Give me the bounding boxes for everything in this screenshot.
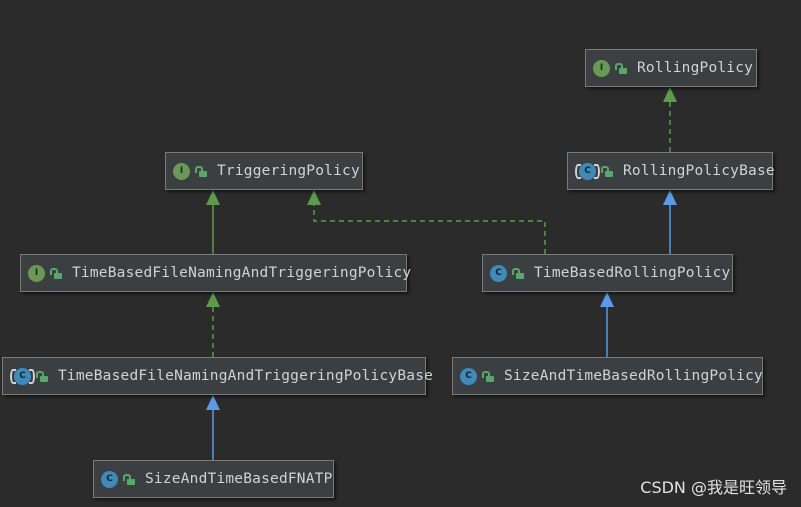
public-lock-icon bbox=[195, 165, 207, 177]
node-label: RollingPolicy bbox=[637, 60, 754, 76]
watermark: CSDN @我是旺领导 bbox=[640, 478, 787, 497]
edge-arrowhead bbox=[206, 292, 220, 307]
interface-icon: I bbox=[28, 264, 45, 282]
public-lock-icon bbox=[36, 370, 48, 382]
node-time-based-rolling-policy[interactable]: C TimeBasedRollingPolicy bbox=[482, 254, 733, 292]
edge-arrowhead bbox=[307, 190, 321, 205]
edge-arrowhead bbox=[206, 395, 220, 410]
node-label: TimeBasedFileNamingAndTriggeringPolicyBa… bbox=[58, 368, 434, 384]
edge-arrowhead bbox=[663, 190, 677, 205]
public-lock-icon bbox=[512, 267, 524, 279]
node-label: TriggeringPolicy bbox=[217, 163, 360, 179]
node-label: RollingPolicyBase bbox=[623, 163, 775, 179]
edge-arrowhead bbox=[206, 190, 220, 205]
public-lock-icon bbox=[123, 473, 135, 485]
node-triggering-policy[interactable]: I TriggeringPolicy bbox=[165, 152, 363, 190]
public-lock-icon bbox=[601, 165, 613, 177]
node-label: TimeBasedFileNamingAndTriggeringPolicy bbox=[72, 265, 412, 281]
node-time-based-file-naming-and-triggering-policy[interactable]: I TimeBasedFileNamingAndTriggeringPolicy bbox=[20, 254, 411, 292]
abstract-class-icon: C bbox=[575, 162, 600, 180]
node-label: SizeAndTimeBasedFNATP bbox=[145, 471, 333, 487]
node-label: SizeAndTimeBasedRollingPolicy bbox=[504, 368, 763, 384]
interface-icon: I bbox=[593, 59, 610, 77]
edge-arrowhead bbox=[663, 87, 677, 102]
abstract-class-icon: C bbox=[10, 367, 35, 385]
node-label: TimeBasedRollingPolicy bbox=[534, 265, 731, 281]
public-lock-icon bbox=[482, 370, 494, 382]
edge-timebasedrollingpolicy-to-triggeringpolicy bbox=[313, 205, 546, 254]
node-size-and-time-based-rolling-policy[interactable]: C SizeAndTimeBasedRollingPolicy bbox=[452, 357, 763, 395]
edge-arrowhead bbox=[600, 292, 614, 307]
node-rolling-policy[interactable]: I RollingPolicy bbox=[585, 49, 757, 87]
class-icon: C bbox=[490, 264, 507, 282]
class-icon: C bbox=[101, 470, 118, 488]
interface-icon: I bbox=[173, 162, 190, 180]
node-rolling-policy-base[interactable]: C RollingPolicyBase bbox=[567, 152, 775, 190]
node-size-and-time-based-fnatp[interactable]: C SizeAndTimeBasedFNATP bbox=[93, 460, 334, 498]
class-icon: C bbox=[460, 367, 477, 385]
public-lock-icon bbox=[615, 62, 627, 74]
node-time-based-file-naming-and-triggering-policy-base[interactable]: C TimeBasedFileNamingAndTriggeringPolicy… bbox=[2, 357, 433, 395]
public-lock-icon bbox=[50, 267, 62, 279]
